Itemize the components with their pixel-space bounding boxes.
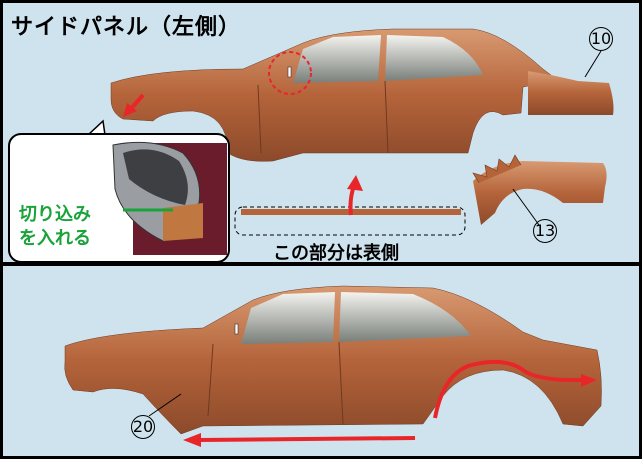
callout-text: 切り込み を入れる xyxy=(19,203,91,251)
detail-circle xyxy=(268,51,312,95)
fender-piece xyxy=(473,161,607,225)
part-number-10: 10 xyxy=(589,27,613,51)
assembled-side-panel xyxy=(64,285,602,435)
rear-window xyxy=(385,35,483,81)
trunk-piece xyxy=(528,71,614,115)
page-title: サイドパネル（左側） xyxy=(11,15,242,40)
callout-line-1: 切り込み xyxy=(19,204,91,225)
sill-arrow xyxy=(198,436,416,442)
bottom-panel: 20 xyxy=(3,266,639,456)
part-number-13: 13 xyxy=(533,219,557,243)
top-panel: サイドパネル（左側） 切り込み を入れる この部分は表側 10 13 xyxy=(3,3,639,262)
bottom-panel-illustration xyxy=(64,285,602,447)
outer-side-note: この部分は表側 xyxy=(273,243,399,262)
callout-line-2: を入れる xyxy=(19,228,91,249)
top-panel-illustration xyxy=(8,28,614,262)
part-number-20: 20 xyxy=(131,415,155,439)
front-window xyxy=(293,35,381,83)
rear-window-2 xyxy=(339,292,471,342)
wheel-arch-arrow xyxy=(433,359,583,419)
front-window-2 xyxy=(241,292,335,344)
